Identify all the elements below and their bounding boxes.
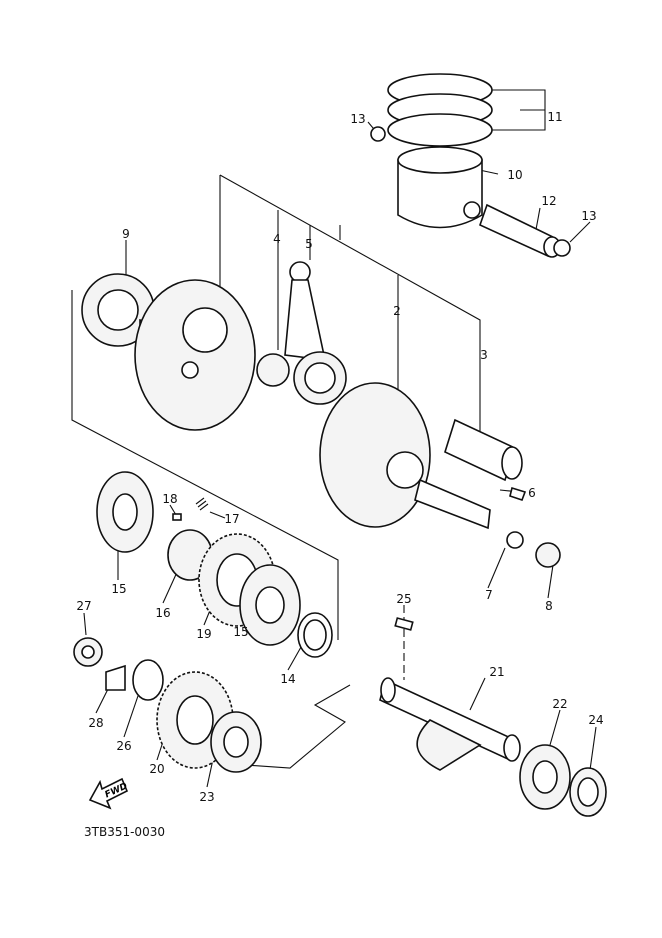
- part-label: 15: [233, 625, 248, 639]
- part-label: 20: [149, 762, 164, 776]
- part-label: 9: [122, 227, 130, 241]
- part-label: 5: [305, 237, 313, 251]
- part-label: 22: [552, 697, 567, 711]
- part-label: 2: [393, 304, 401, 318]
- part-label: 13: [581, 209, 596, 223]
- part-label: 17: [224, 512, 239, 526]
- part-label: 24: [588, 713, 603, 727]
- part-label: 28: [88, 716, 103, 730]
- piston-assembly: [370, 73, 571, 258]
- part-label: 11: [547, 110, 562, 124]
- part-label: 4: [273, 232, 281, 246]
- part-label: 19: [196, 627, 211, 641]
- part-label: 21: [489, 665, 504, 679]
- part-label: 26: [116, 739, 131, 753]
- connecting-rod: [256, 261, 347, 405]
- part-label: 13: [350, 112, 365, 126]
- part-label: 8: [545, 599, 553, 613]
- part-number-labels: 13 11 10 12 13 9 4 5 2 3 6 18 17 15 16 1…: [76, 110, 603, 804]
- part-label: 16: [155, 606, 170, 620]
- balancer-shaft: [379, 617, 607, 817]
- part-label: 25: [396, 592, 411, 606]
- part-label: 23: [199, 790, 214, 804]
- part-label: 10: [507, 168, 522, 182]
- part-label: 3: [480, 348, 488, 362]
- part-label: 15: [111, 582, 126, 596]
- left-crank-half: [81, 273, 256, 431]
- balancer-gears: [96, 471, 333, 658]
- part-label: 6: [528, 486, 536, 500]
- part-label: 18: [162, 492, 177, 506]
- drawing-code: 3TB351-0030: [84, 825, 165, 839]
- part-label: 12: [541, 194, 556, 208]
- part-label: 7: [485, 588, 493, 602]
- forward-direction-arrow-icon: FWD: [88, 777, 130, 810]
- right-crank-half: [319, 382, 561, 568]
- primary-drive-parts: [73, 637, 262, 773]
- part-label: 14: [280, 672, 295, 686]
- part-label: 27: [76, 599, 91, 613]
